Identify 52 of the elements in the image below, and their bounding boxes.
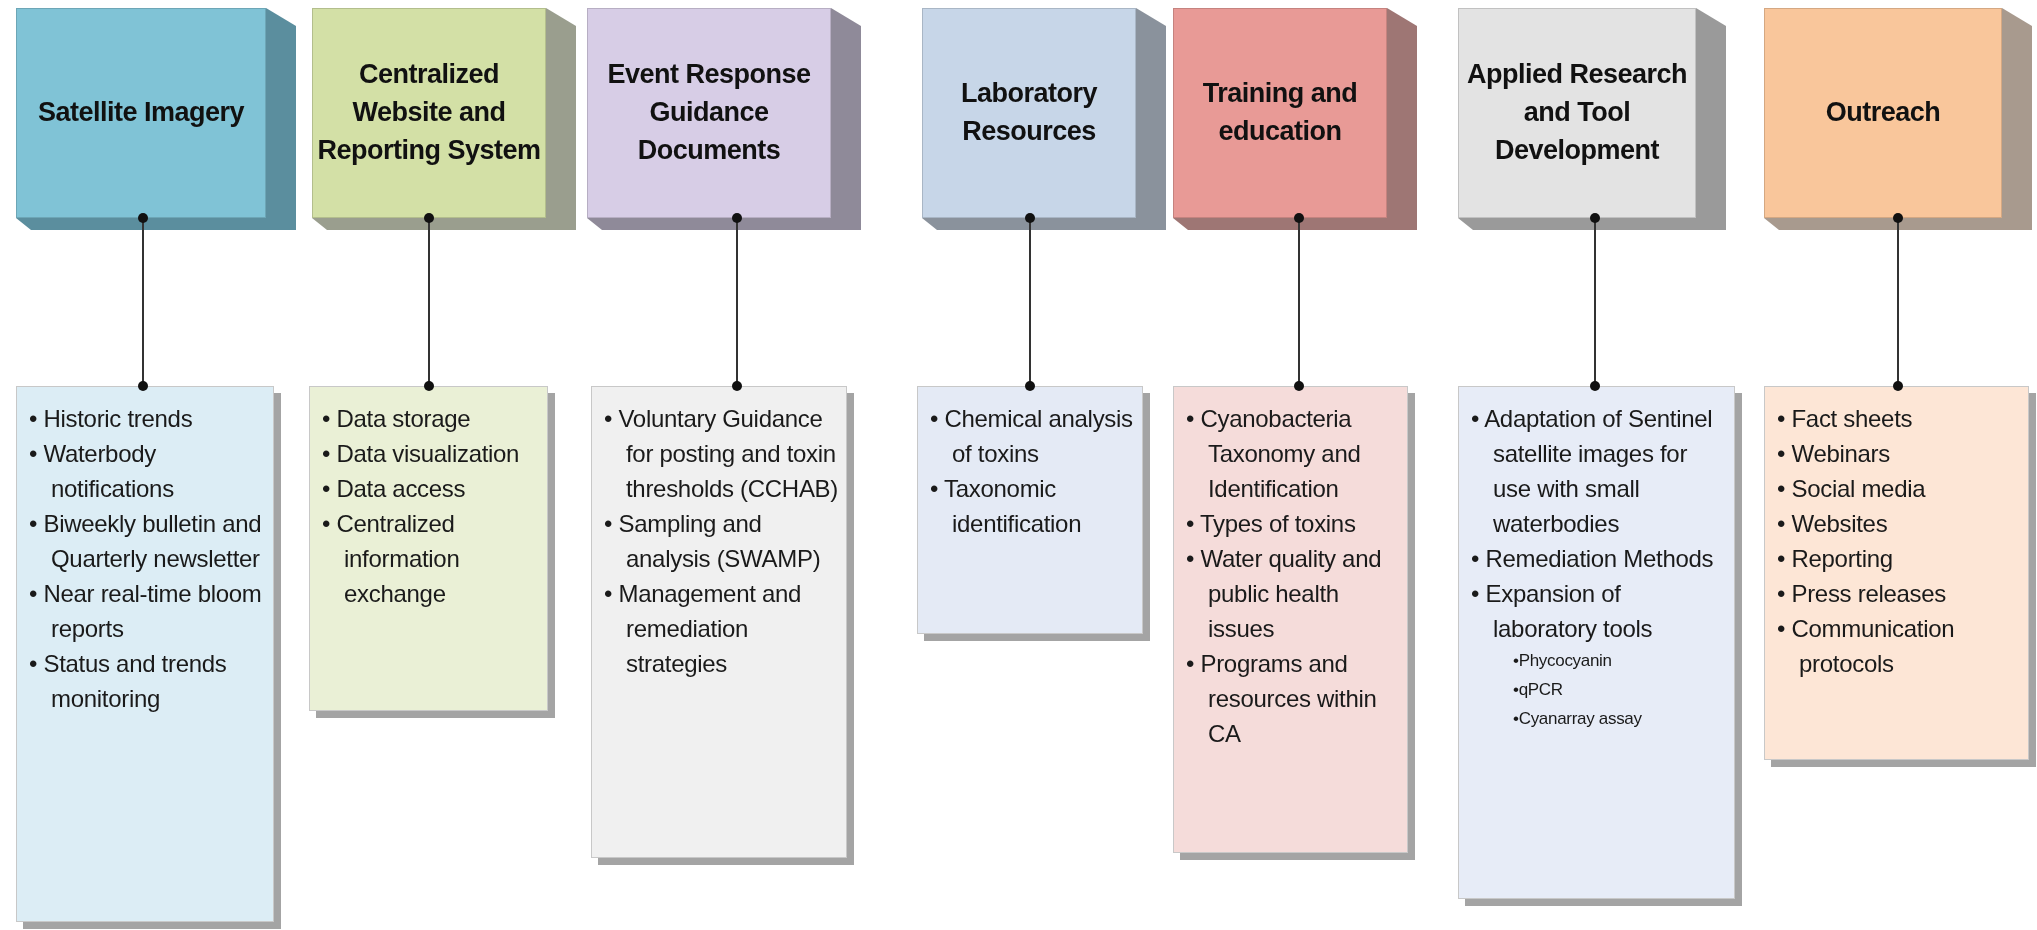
bullet-item: • Webinars	[1777, 439, 1891, 469]
bullet-item: • Chemical analysis of toxins	[930, 404, 1134, 469]
bullet-item: • Waterbody notifications	[29, 439, 175, 504]
category-title: Laboratory Resources	[960, 77, 1099, 148]
category-block	[1764, 8, 2032, 230]
category-title: Event Response Guidance Documents	[606, 58, 812, 167]
bullet-item: • Remediation Methods	[1471, 544, 1715, 574]
connector-line	[138, 213, 148, 391]
connector-line	[1590, 213, 1600, 391]
bullet-item: • Data storage	[322, 404, 472, 434]
sub-bullet-item: •Cyanarray assay	[1513, 708, 1643, 730]
bullet-item: • Types of toxins	[1186, 509, 1357, 539]
bullet-item: • Data access	[322, 474, 467, 504]
bullet-item: • Data visualization	[322, 439, 521, 469]
sub-bullet-item: •Phycocyanin	[1513, 650, 1613, 672]
bullet-item: • Near real-time bloom reports	[29, 579, 263, 644]
bullet-item: • Communication protocols	[1777, 614, 1956, 679]
bullet-item: • Websites	[1777, 509, 1889, 539]
bullet-item: • Sampling and analysis (SWAMP)	[604, 509, 822, 574]
bullet-item: • Reporting	[1777, 544, 1894, 574]
bullet-item: • Adaptation of Sentinel satellite images for use with small waterbodies	[1471, 404, 1714, 539]
category-title: Centralized Website and Reporting System	[316, 58, 542, 167]
bullet-item: • Social media	[1777, 474, 1927, 504]
bullet-item: • Voluntary Guidance for posting and toxin thresholds (CCHAB)	[604, 404, 839, 504]
bullet-item: • Press releases	[1777, 579, 1947, 609]
connector-line	[1025, 213, 1035, 391]
bullet-item: • Biweekly bulletin and Quarterly newsletter	[29, 509, 263, 574]
category-block	[312, 8, 576, 230]
bullet-item: • Programs and resources within CA	[1186, 649, 1378, 749]
bullet-item: • Historic trends	[29, 404, 194, 434]
bullet-item: • Fact sheets	[1777, 404, 1914, 434]
bullet-item: • Cyanobacteria Taxonomy and Identification	[1186, 404, 1362, 504]
bullet-item: • Centralized information exchange	[322, 509, 461, 609]
category-block	[16, 8, 296, 230]
connector-line	[1294, 213, 1304, 391]
connector-line	[732, 213, 742, 391]
category-title: Training and education	[1201, 77, 1359, 148]
category-block	[922, 8, 1166, 230]
bullet-item: • Water quality and public health issues	[1186, 544, 1383, 644]
sub-bullet-item: •qPCR	[1513, 679, 1564, 701]
category-title: Satellite Imagery	[37, 96, 245, 130]
bullet-item: • Management and remediation strategies	[604, 579, 803, 679]
bullet-item: • Taxonomic identification	[930, 474, 1083, 539]
category-title: Outreach	[1825, 96, 1941, 130]
category-block	[587, 8, 861, 230]
category-block	[1173, 8, 1417, 230]
category-title: Applied Research and Tool Development	[1465, 58, 1689, 167]
bullet-item: • Status and trends monitoring	[29, 649, 228, 714]
bullet-item: • Expansion of laboratory tools	[1471, 579, 1654, 644]
connector-line	[1893, 213, 1903, 391]
connector-line	[424, 213, 434, 391]
category-block	[1458, 8, 1726, 230]
